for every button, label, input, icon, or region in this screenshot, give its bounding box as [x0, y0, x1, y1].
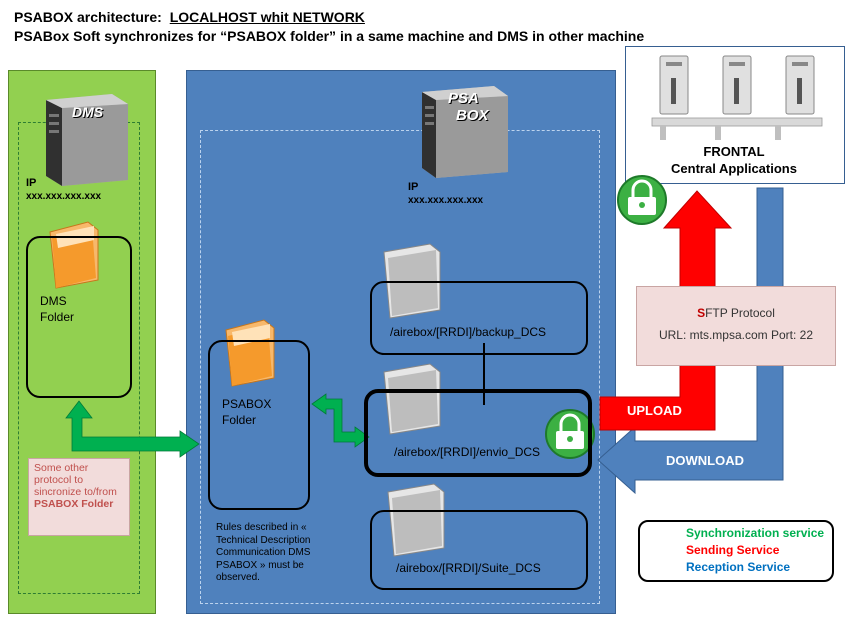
psabox-server-icon	[422, 86, 508, 178]
dms-ip-label: IP	[26, 177, 37, 189]
legend-box	[638, 520, 834, 582]
rules-note: Rules described in « Technical Descripti…	[216, 522, 311, 583]
psabox-ip-value: xxx.xxx.xxx.xxx	[408, 195, 484, 206]
sync-arrow-psabox-envio	[311, 393, 370, 448]
protocol-note-bold: PSABOX Folder	[34, 498, 114, 510]
psabox-server-label-2: BOX	[456, 107, 489, 124]
sync-arrow-dms-psabox	[65, 400, 200, 458]
dms-ip-value: xxx.xxx.xxx.xxx	[26, 191, 102, 202]
sftp-title-first: S	[697, 306, 706, 320]
backup-dcs-box	[370, 281, 588, 355]
title-prefix: PSABOX architecture:	[14, 9, 162, 25]
psabox-server-label-1: PSA	[448, 90, 479, 107]
protocol-note: Some other protocol to sincronize to/fro…	[28, 458, 130, 536]
diagram-title-line1: PSABOX architecture: LOCALHOST whit NETW…	[14, 9, 365, 25]
envio-dcs-box	[364, 389, 592, 477]
dms-folder-label-2: Folder	[40, 310, 75, 324]
sftp-box	[636, 286, 836, 366]
legend-sync-label: Synchronization service	[686, 526, 825, 540]
legend-send-label: Sending Service	[686, 543, 780, 557]
frontal-servers-icon	[651, 55, 823, 140]
suite-folder-icon	[387, 483, 445, 557]
psabox-ip-label: IP	[408, 181, 419, 193]
psabox-folder-box	[208, 340, 310, 510]
sftp-url: URL: mts.mpsa.com Port: 22	[658, 328, 814, 342]
frontal-label-1: FRONTAL	[703, 144, 765, 159]
dms-folder-label-1: DMS	[40, 294, 67, 308]
dms-folder-icon	[49, 221, 99, 289]
frontal-label-2: Central Applications	[671, 161, 797, 176]
download-label: DOWNLOAD	[666, 453, 744, 468]
dms-server-icon	[46, 94, 128, 186]
psabox-folder-label-2: Folder	[222, 413, 257, 427]
psabox-folder-label-1: PSABOX	[222, 397, 272, 411]
dms-ip: IP xxx.xxx.xxx.xxx	[26, 176, 101, 204]
dms-server-label: DMS	[72, 104, 104, 120]
legend-receive-label: Reception Service	[686, 560, 791, 574]
dms-folder-box	[26, 236, 132, 398]
psabox-server-label: PSA BOX	[448, 90, 489, 124]
sftp-title: SFTP Protocol	[636, 306, 836, 320]
diagram-title-line2: PSABox Soft synchronizes for “PSABOX fol…	[14, 28, 645, 44]
envio-dcs-path: /airebox/[RRDI]/envio_DCS	[394, 445, 541, 459]
protocol-note-text: Some other protocol to sincronize to/fro…	[34, 462, 117, 498]
lock-icon-envio	[545, 409, 595, 459]
sftp-title-rest: FTP Protocol	[705, 306, 775, 320]
psabox-dashed-frame	[200, 130, 600, 604]
upload-label: UPLOAD	[627, 403, 682, 418]
suite-dcs-path: /airebox/[RRDI]/Suite_DCS	[396, 561, 541, 575]
title-underlined: LOCALHOST whit NETWORK	[169, 9, 365, 25]
backup-dcs-path: /airebox/[RRDI]/backup_DCS	[390, 325, 547, 339]
frontal-label: FRONTAL Central Applications	[628, 143, 840, 177]
lock-icon-frontal	[617, 175, 667, 225]
suite-dcs-box	[370, 510, 588, 590]
dms-folder-label: DMS Folder	[40, 293, 74, 325]
envio-folder-icon	[383, 363, 441, 435]
psabox-ip: IP xxx.xxx.xxx.xxx	[408, 180, 483, 208]
psabox-folder-label: PSABOX Folder	[222, 396, 271, 428]
